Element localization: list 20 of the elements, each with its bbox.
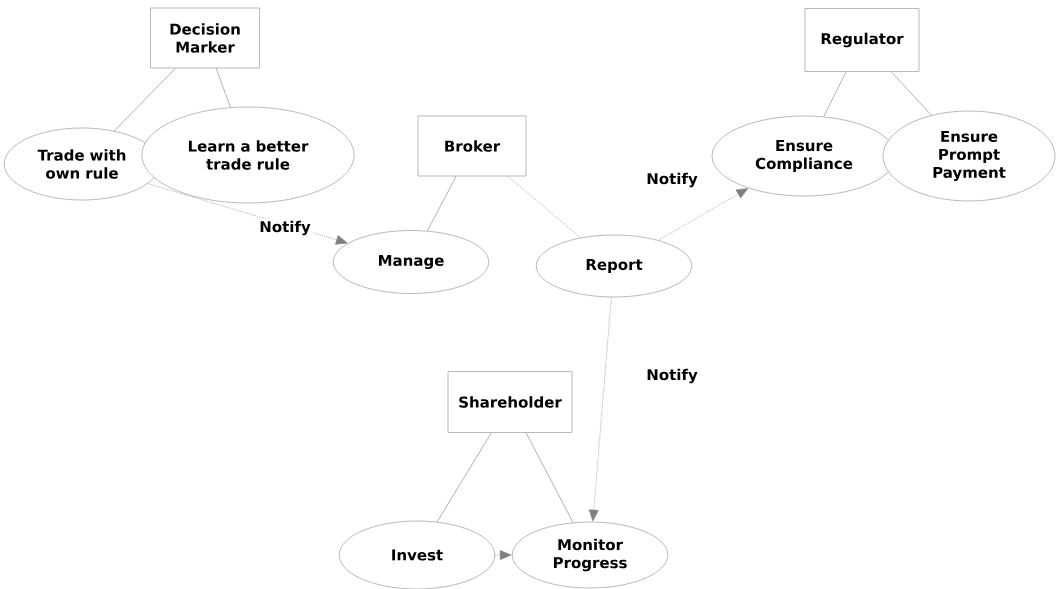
- connector-line: [215, 68, 231, 108]
- edge-label: Notify: [644, 366, 700, 386]
- actor-box: Broker: [417, 115, 527, 177]
- connector-line: [507, 176, 581, 238]
- connector-line: [525, 432, 574, 523]
- actor-box: Decision Marker: [150, 7, 260, 69]
- actor-box: Regulator: [804, 8, 920, 72]
- connector-line: [436, 432, 492, 523]
- actor-box: Shareholder: [447, 371, 573, 433]
- arrow: [494, 550, 512, 560]
- connector-line: [823, 71, 847, 117]
- connector-line: [427, 176, 457, 232]
- edge-label: Notify: [644, 170, 700, 190]
- edge-label: Notify: [257, 218, 313, 238]
- arrow: [147, 183, 348, 245]
- arrow: [658, 188, 749, 241]
- arrow: [588, 297, 612, 522]
- connector-line: [891, 71, 932, 116]
- connector-line: [113, 68, 176, 132]
- node-label: Ensure Prompt Payment: [933, 130, 1006, 182]
